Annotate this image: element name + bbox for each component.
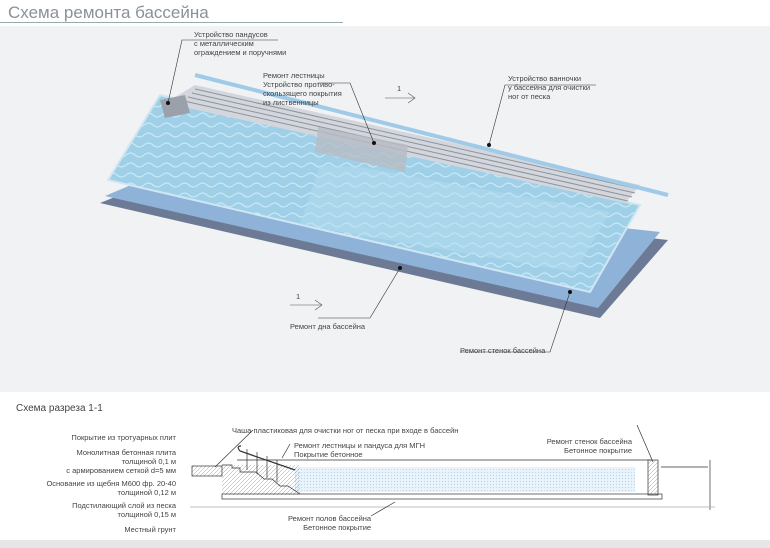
label-ramps: Устройство пандусов с металлическим огра…	[194, 30, 286, 57]
footbath-strip	[194, 73, 669, 197]
label-section-floor: Ремонт полов бассейна Бетонное покрытие	[288, 514, 371, 532]
section-mark-bottom: 1	[296, 292, 301, 301]
label-section-stairs: Ремонт лестницы и пандуса для МГН Покрыт…	[294, 441, 425, 459]
stairs-block	[315, 127, 408, 172]
pool-deep-area	[300, 165, 610, 272]
label-sand: Подстилающий слой из песка	[72, 501, 176, 510]
label-sand-thickness: толщиной 0,15 м	[117, 510, 176, 519]
section-title: Схема разреза 1-1	[16, 403, 103, 414]
page-title: Схема ремонта бассейна	[8, 3, 209, 22]
title-underline	[0, 22, 343, 23]
label-stairs: Ремонт лестницы Устройство противо- скол…	[263, 71, 342, 107]
label-line: Ремонт лестницы	[263, 71, 325, 80]
label-wall-repair: Ремонт стенок бассейна	[460, 346, 546, 355]
label-reinforcement: с армированием сеткой d=5 мм	[66, 466, 176, 475]
label-line: Устройство пандусов	[194, 30, 268, 39]
label-line: Ремонт лестницы и пандуса для МГН	[294, 441, 425, 450]
label-line: с металлическим	[194, 39, 254, 48]
ramp-block	[160, 95, 190, 118]
section-drawing	[190, 424, 715, 517]
label-line: ограждением и поручнями	[194, 48, 287, 57]
label-line: Устройство ванночки	[508, 74, 582, 83]
label-floor-repair: Ремонт дна бассейна	[290, 322, 366, 331]
stair-lines	[183, 88, 639, 202]
section-mark-top: 1	[397, 84, 402, 93]
section-left-labels: Покрытие из тротуарных плит Монолитная б…	[46, 433, 176, 534]
label-line: ног от песка	[508, 92, 551, 101]
label-line: скользящего покрытия	[263, 89, 342, 98]
label-line: Бетонное покрытие	[564, 446, 632, 455]
leader-lines	[167, 39, 596, 353]
label-line: Ремонт полов бассейна	[288, 514, 372, 523]
section-divider	[0, 540, 770, 548]
label-gravel: Основание из щебня М600 фр. 20-40	[46, 479, 176, 488]
label-line: Бетонное покрытие	[303, 523, 372, 532]
marker-dots	[166, 101, 572, 294]
label-slab: Монолитная бетонная плита	[76, 448, 176, 457]
label-soil: Местный грунт	[124, 525, 176, 534]
label-line: Покрытие бетонное	[294, 450, 363, 459]
label-gravel-thickness: толщиной 0,12 м	[117, 488, 176, 497]
label-slab-thickness: толщиной 0,1 м	[121, 457, 176, 466]
label-line: Устройство противо-	[263, 80, 335, 89]
label-line: из лиственницы	[263, 98, 319, 107]
label-paving: Покрытие из тротуарных плит	[71, 433, 176, 442]
label-bowl: Чаша пластиковая для очистки ног от песк…	[232, 426, 459, 435]
label-section-walls: Ремонт стенок бассейна Бетонное покрытие	[547, 437, 632, 455]
label-footbath: Устройство ванночки у бассейна для очист…	[508, 74, 590, 101]
label-line: у бассейна для очистки	[508, 83, 591, 92]
section-arrows	[290, 92, 416, 311]
label-line: Ремонт стенок бассейна	[546, 437, 632, 446]
